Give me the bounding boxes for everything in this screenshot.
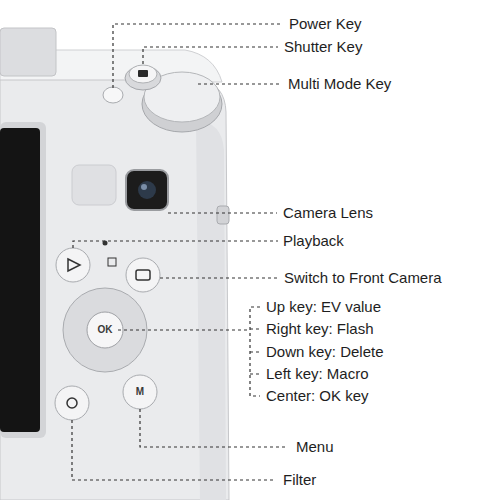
leader-line [113, 24, 282, 88]
playback-button [56, 248, 90, 282]
camera-body [0, 80, 229, 500]
ok-button [87, 312, 123, 348]
button-text: M [136, 383, 144, 401]
callout-label: Up key: EV value [266, 298, 381, 316]
leader-line [198, 83, 282, 84]
screen-bezel [0, 122, 46, 438]
playback-icon [68, 259, 80, 271]
leader-line [73, 241, 278, 248]
strap-lug [217, 206, 229, 224]
callout-label: Down key: Delete [266, 343, 384, 361]
callout-label: Filter [283, 471, 316, 489]
leader-line [168, 212, 277, 213]
filter-icon [67, 398, 77, 408]
callout-label: Shutter Key [284, 38, 362, 56]
bracket-tick [250, 373, 260, 374]
leader-line [118, 329, 250, 330]
leader-line [143, 47, 278, 64]
callout-label: Playback [283, 232, 344, 250]
callout-label: Left key: Macro [266, 365, 369, 383]
callout-label: Right key: Flash [266, 320, 374, 338]
camera-lens [126, 170, 168, 210]
bracket [250, 307, 260, 396]
filter-button [55, 386, 89, 420]
d-pad [63, 288, 147, 372]
ev-icon [108, 258, 116, 266]
leader-line [160, 277, 278, 278]
button-text: OK [98, 321, 113, 339]
lens-reflection [141, 184, 147, 190]
callout-label: Camera Lens [283, 204, 373, 222]
hot-shoe [0, 28, 56, 76]
callout-label: Power Key [289, 15, 362, 33]
callout-label: Menu [296, 438, 334, 456]
lens-glass [138, 181, 156, 199]
bracket-tick [250, 351, 260, 352]
power-button [103, 87, 123, 103]
grip [196, 120, 226, 500]
callout-label: Center: OK key [266, 387, 369, 405]
speaker-grille [72, 165, 116, 205]
callout-label: Switch to Front Camera [284, 269, 442, 287]
menu-button [123, 375, 157, 409]
leader-lines [72, 24, 288, 480]
shutter-icon [138, 70, 148, 77]
screen [0, 128, 40, 432]
front-camera-button [126, 258, 160, 292]
leader-line [72, 420, 276, 480]
camera-body-group [0, 28, 229, 500]
bracket-tick [250, 328, 260, 329]
shutter-button [129, 65, 157, 83]
callout-label: Multi Mode Key [288, 75, 391, 93]
shutter-ring [125, 66, 161, 90]
camera-switch-icon [136, 270, 150, 280]
leader-line [140, 409, 288, 447]
